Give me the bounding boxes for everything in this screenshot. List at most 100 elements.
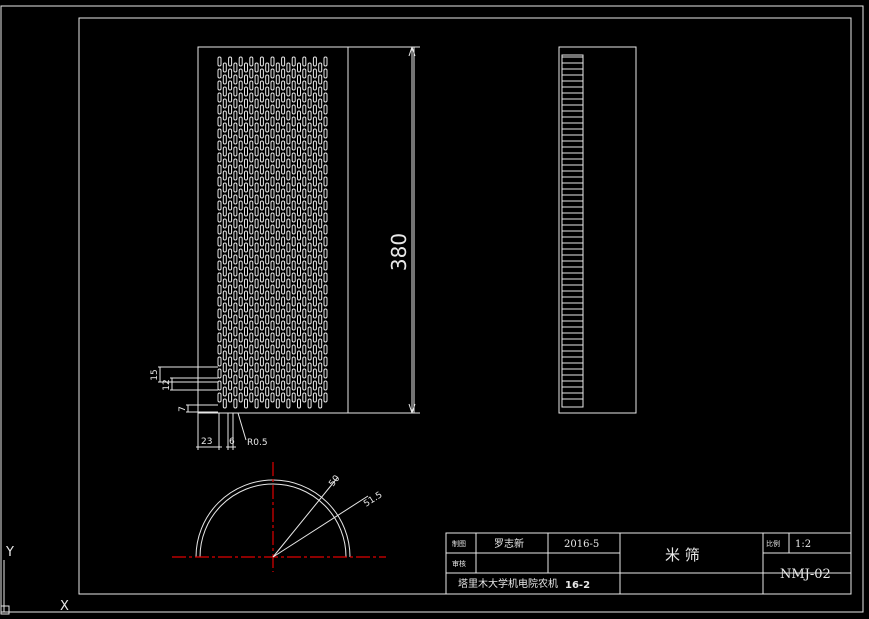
slot xyxy=(265,158,270,169)
slot xyxy=(217,272,222,283)
slot xyxy=(286,206,291,217)
slot xyxy=(302,368,307,379)
slot xyxy=(297,218,301,229)
slot xyxy=(275,302,280,313)
slot xyxy=(238,284,243,295)
slot xyxy=(286,134,291,145)
slot xyxy=(323,164,328,175)
slot xyxy=(275,158,280,169)
slot xyxy=(270,80,275,91)
slot xyxy=(244,374,248,385)
front-view: 380 15 12 7 23 6 R0.5 xyxy=(150,46,420,450)
slot xyxy=(307,122,312,133)
slot xyxy=(318,254,323,265)
slot xyxy=(291,128,296,139)
slot xyxy=(259,356,264,367)
slot xyxy=(297,362,301,373)
slot xyxy=(244,74,248,85)
slot xyxy=(307,230,312,241)
slot xyxy=(297,326,301,337)
slot xyxy=(270,296,275,307)
slot xyxy=(249,212,254,223)
slot xyxy=(222,374,227,385)
slot xyxy=(217,320,222,331)
slot xyxy=(259,320,264,331)
slot xyxy=(233,302,238,313)
slot xyxy=(233,86,238,97)
slot xyxy=(275,278,280,289)
slot xyxy=(312,248,317,259)
slot xyxy=(249,344,254,355)
slot xyxy=(249,308,254,319)
slot xyxy=(259,380,264,391)
slot xyxy=(238,392,243,403)
slot xyxy=(286,242,291,253)
slot xyxy=(265,242,270,253)
slot xyxy=(244,86,248,97)
slot xyxy=(275,338,280,349)
slot xyxy=(307,86,312,97)
slot xyxy=(312,236,317,247)
slot xyxy=(249,356,254,367)
slot xyxy=(323,344,328,355)
slot xyxy=(302,248,307,259)
side-slot-pattern xyxy=(561,54,584,408)
slot xyxy=(281,320,286,331)
slot xyxy=(312,392,317,403)
slot xyxy=(244,194,248,205)
slot xyxy=(233,134,238,145)
slot xyxy=(244,182,248,193)
slot xyxy=(249,104,254,115)
slot xyxy=(281,380,286,391)
slot xyxy=(312,164,317,175)
slot xyxy=(297,386,301,397)
slot xyxy=(244,98,248,109)
slot xyxy=(281,116,286,127)
slot xyxy=(222,218,227,229)
slot xyxy=(222,242,227,253)
slot xyxy=(318,290,323,301)
slot xyxy=(244,302,248,313)
slot xyxy=(297,122,301,133)
slot xyxy=(265,134,270,145)
slot xyxy=(281,284,286,295)
slot xyxy=(270,236,275,247)
slot xyxy=(291,116,296,127)
slot xyxy=(238,296,243,307)
slot xyxy=(281,236,286,247)
slot xyxy=(297,278,301,289)
slot xyxy=(323,272,328,283)
slot xyxy=(238,92,243,103)
slot xyxy=(323,320,328,331)
slot xyxy=(323,92,328,103)
slot xyxy=(286,326,291,337)
slot xyxy=(270,92,275,103)
slot xyxy=(286,386,291,397)
slot xyxy=(291,164,296,175)
slot xyxy=(265,254,270,265)
slot xyxy=(233,338,238,349)
slot xyxy=(233,398,238,409)
slot xyxy=(297,62,301,73)
slot xyxy=(291,140,296,151)
slot xyxy=(233,218,238,229)
slot xyxy=(265,266,270,277)
slot xyxy=(270,224,275,235)
slot xyxy=(323,212,328,223)
slot xyxy=(259,236,264,247)
slot xyxy=(238,140,243,151)
slot xyxy=(297,146,301,157)
slot xyxy=(286,338,291,349)
slot xyxy=(275,314,280,325)
slot xyxy=(297,86,301,97)
slot xyxy=(244,218,248,229)
slot xyxy=(222,206,227,217)
slot xyxy=(312,320,317,331)
slot xyxy=(286,278,291,289)
slot xyxy=(286,266,291,277)
slot xyxy=(275,218,280,229)
slot xyxy=(323,368,328,379)
slot xyxy=(318,326,323,337)
slot xyxy=(307,350,312,361)
slot xyxy=(270,356,275,367)
